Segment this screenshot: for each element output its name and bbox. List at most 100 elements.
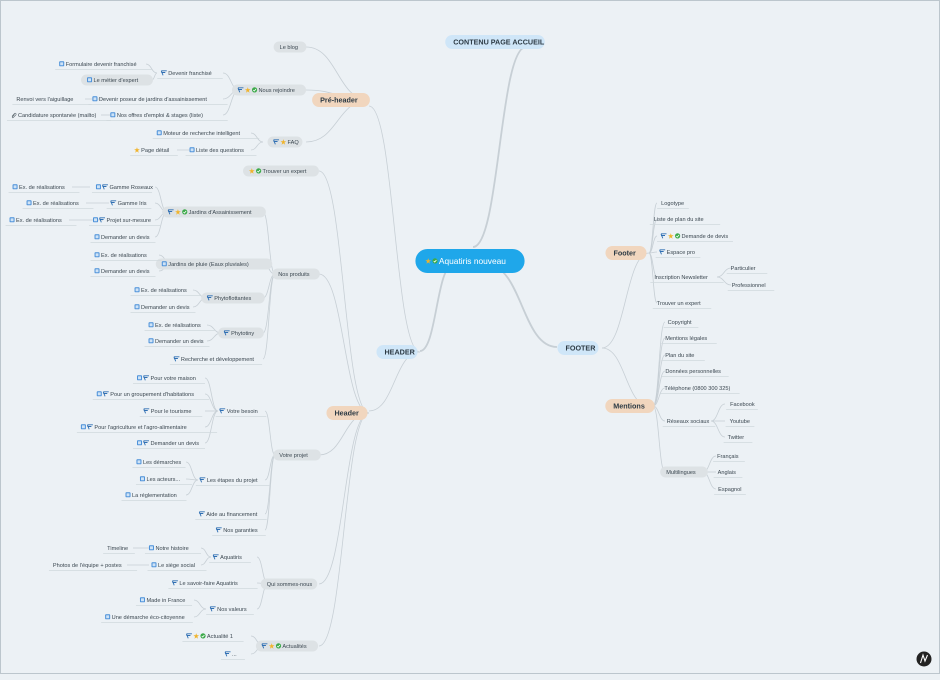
node-title[interactable]: Pré-header — [312, 93, 370, 107]
node-demarches[interactable]: Les démarches — [132, 459, 186, 468]
node-pour-agriculture[interactable]: Pour l'agriculture et l'agro-alimentaire — [76, 424, 218, 433]
node-demander-devis[interactable]: Demander un devis — [90, 268, 156, 277]
node-ex-realisations[interactable]: Ex. de réalisations — [130, 287, 202, 296]
node-aquatiris[interactable]: Aquatiris — [209, 554, 251, 563]
node-francais[interactable]: Français — [713, 454, 745, 462]
node-trouver-expert[interactable]: Trouver un expert — [243, 165, 319, 177]
node-logotype[interactable]: Logotype — [657, 201, 689, 209]
node-faq[interactable]: FAQ — [267, 136, 303, 148]
node-demander-devis[interactable]: Demander un devis — [144, 338, 210, 347]
node-trouver-expert[interactable]: Trouver un expert — [652, 301, 712, 309]
node-nos-valeurs[interactable]: Nos valeurs — [206, 606, 254, 615]
node-label: Les démarches — [143, 460, 181, 466]
node-actualites[interactable]: Actualités — [255, 640, 319, 652]
node-reseaux[interactable]: Réseaux sociaux — [662, 419, 716, 427]
node-projet-sur-mesure[interactable]: Projet sur-mesure — [89, 217, 161, 226]
node-youtube[interactable]: Youtube — [725, 419, 755, 427]
node-contenu[interactable]: CONTENU PAGE ACCUEIL — [445, 35, 545, 49]
task-flag-icon — [110, 200, 117, 206]
node-blog[interactable]: Le blog — [273, 41, 307, 53]
node-newsletter[interactable]: Inscription Newsletter — [650, 275, 724, 283]
node-anglais[interactable]: Anglais — [713, 470, 743, 478]
node-liste-questions[interactable]: Liste des questions — [185, 147, 257, 156]
node-page-detail[interactable]: Page détail — [130, 147, 178, 156]
node-devenir-franchise[interactable]: Devenir franchisé — [157, 70, 223, 79]
node-pour-tourisme[interactable]: Pour le tourisme — [139, 408, 203, 417]
node-facebook[interactable]: Facebook — [726, 402, 758, 410]
node-demander-devis[interactable]: Demander un devis — [130, 304, 196, 313]
node-phytoflottantes[interactable]: Phytoflottantes — [201, 292, 265, 304]
node-nous-rejoindre[interactable]: Nous rejoindre — [231, 84, 307, 96]
node-poseur[interactable]: Devenir poseur de jardins d'assainisseme… — [88, 96, 228, 105]
node-espagnol[interactable]: Espagnol — [714, 487, 746, 495]
node-bubble — [605, 399, 655, 413]
node-multilingues[interactable]: Multilingues — [660, 466, 708, 478]
node-twitter[interactable]: Twitter — [723, 435, 753, 443]
node-demander-devis[interactable]: Demander un devis — [133, 440, 205, 449]
node-ex-realisations[interactable]: Ex. de réalisations — [144, 322, 216, 331]
node-title[interactable]: Mentions — [605, 399, 655, 413]
node-offres[interactable]: Nos offres d'emploi & stages (liste) — [106, 112, 228, 121]
node-copyright[interactable]: Copyright — [663, 320, 699, 328]
node-recherche[interactable]: Recherche et développement — [169, 356, 263, 365]
node-actualite1[interactable]: Actualité 1 — [182, 632, 244, 642]
note-icon — [134, 287, 140, 293]
node-donnees[interactable]: Données personnelles — [661, 369, 729, 377]
node-demande-devis[interactable]: Demande de devis — [657, 232, 733, 242]
node-renvoi[interactable]: Renvoi vers l'aiguillage — [12, 97, 92, 105]
node-formulaire[interactable]: Formulaire devenir franchisé — [55, 61, 153, 70]
task-flag-icon — [185, 633, 193, 639]
node-label: Recherche et développement — [181, 357, 255, 363]
connector-line — [200, 556, 212, 566]
node-siege[interactable]: Le siège social — [147, 562, 207, 571]
node-liste-plan[interactable]: Liste de plan du site — [649, 217, 721, 225]
node-garanties[interactable]: Nos garanties — [212, 527, 266, 536]
node-header[interactable]: HEADER — [376, 345, 418, 359]
node-footer[interactable]: FOOTER — [557, 341, 599, 355]
node-jardins-pluie[interactable]: Jardins de pluie (Eaux pluviales) — [155, 258, 273, 270]
node-savoir-faire[interactable]: Le savoir-faire Aquatiris — [168, 580, 258, 589]
node-reglementation[interactable]: La réglementation — [121, 492, 187, 501]
node-mentions-legales[interactable]: Mentions légales — [661, 336, 717, 344]
node-ex-realisations[interactable]: Ex. de réalisations — [5, 217, 77, 226]
node-ellipsis[interactable]: ... — [221, 651, 245, 660]
node-timeline[interactable]: Timeline — [103, 546, 135, 554]
node-phytotiny[interactable]: Phytotiny — [218, 327, 264, 339]
node-ex-realisations[interactable]: Ex. de réalisations — [8, 184, 80, 193]
node-moteur[interactable]: Moteur de recherche intelligent — [152, 130, 260, 139]
node-etapes[interactable]: Les étapes du projet — [195, 477, 271, 486]
node-notre-histoire[interactable]: Notre histoire — [144, 545, 202, 554]
node-made-in-france[interactable]: Made in France — [135, 597, 193, 606]
node-ex-realisations[interactable]: Ex. de réalisations — [22, 200, 94, 209]
node-gamme-roseaux[interactable]: Gamme Roseaux — [91, 184, 153, 193]
node-jardins-assainissement[interactable]: Jardins d'Assainissement — [162, 206, 266, 218]
node-label: Logotype — [661, 201, 684, 207]
node-demander-devis[interactable]: Demander un devis — [90, 234, 156, 243]
node-pour-groupement[interactable]: Pour un groupement d'habitations — [92, 391, 210, 400]
node-qui-sommes-nous[interactable]: Qui sommes-nous — [260, 578, 318, 590]
node-title[interactable]: Footer — [605, 246, 647, 260]
node-professionnel[interactable]: Professionnel — [727, 283, 775, 291]
node-votre-besoin[interactable]: Votre besoin — [215, 408, 267, 417]
node-label: Pour votre maison — [151, 376, 196, 382]
node-pour-maison[interactable]: Pour votre maison — [133, 375, 205, 384]
node-ex-realisations[interactable]: Ex. de réalisations — [90, 252, 162, 261]
node-title[interactable]: Header — [326, 406, 368, 420]
node-aide[interactable]: Aide au financement — [195, 511, 267, 520]
node-plan[interactable]: Plan du site — [661, 353, 705, 361]
node-label: Devenir franchisé — [168, 71, 212, 77]
node-photos[interactable]: Photos de l'équipe + postes — [48, 563, 138, 571]
node-telephone[interactable]: Téléphone (0800 300 325) — [660, 386, 740, 394]
node-gamme-iris[interactable]: Gamme Iris — [106, 200, 152, 209]
node-demarche-eco[interactable]: Une démarche éco-citoyenne — [101, 614, 193, 623]
node-acteurs[interactable]: Les acteurs... — [135, 476, 193, 485]
node-votre-projet[interactable]: Votre projet — [273, 449, 321, 461]
node-candidature[interactable]: Candidature spontanée (mailto) — [6, 112, 112, 121]
task-flag-icon — [212, 554, 220, 560]
node-label[interactable]: Aquatiris nouveau — [415, 249, 525, 273]
node-particulier[interactable]: Particulier — [726, 266, 768, 274]
node-espace-pro[interactable]: Espace pro — [655, 249, 701, 258]
node-label: Formulaire devenir franchisé — [66, 62, 137, 68]
node-metier-expert[interactable]: Le métier d'expert — [81, 74, 153, 86]
node-nos-produits[interactable]: Nos produits — [272, 268, 320, 280]
